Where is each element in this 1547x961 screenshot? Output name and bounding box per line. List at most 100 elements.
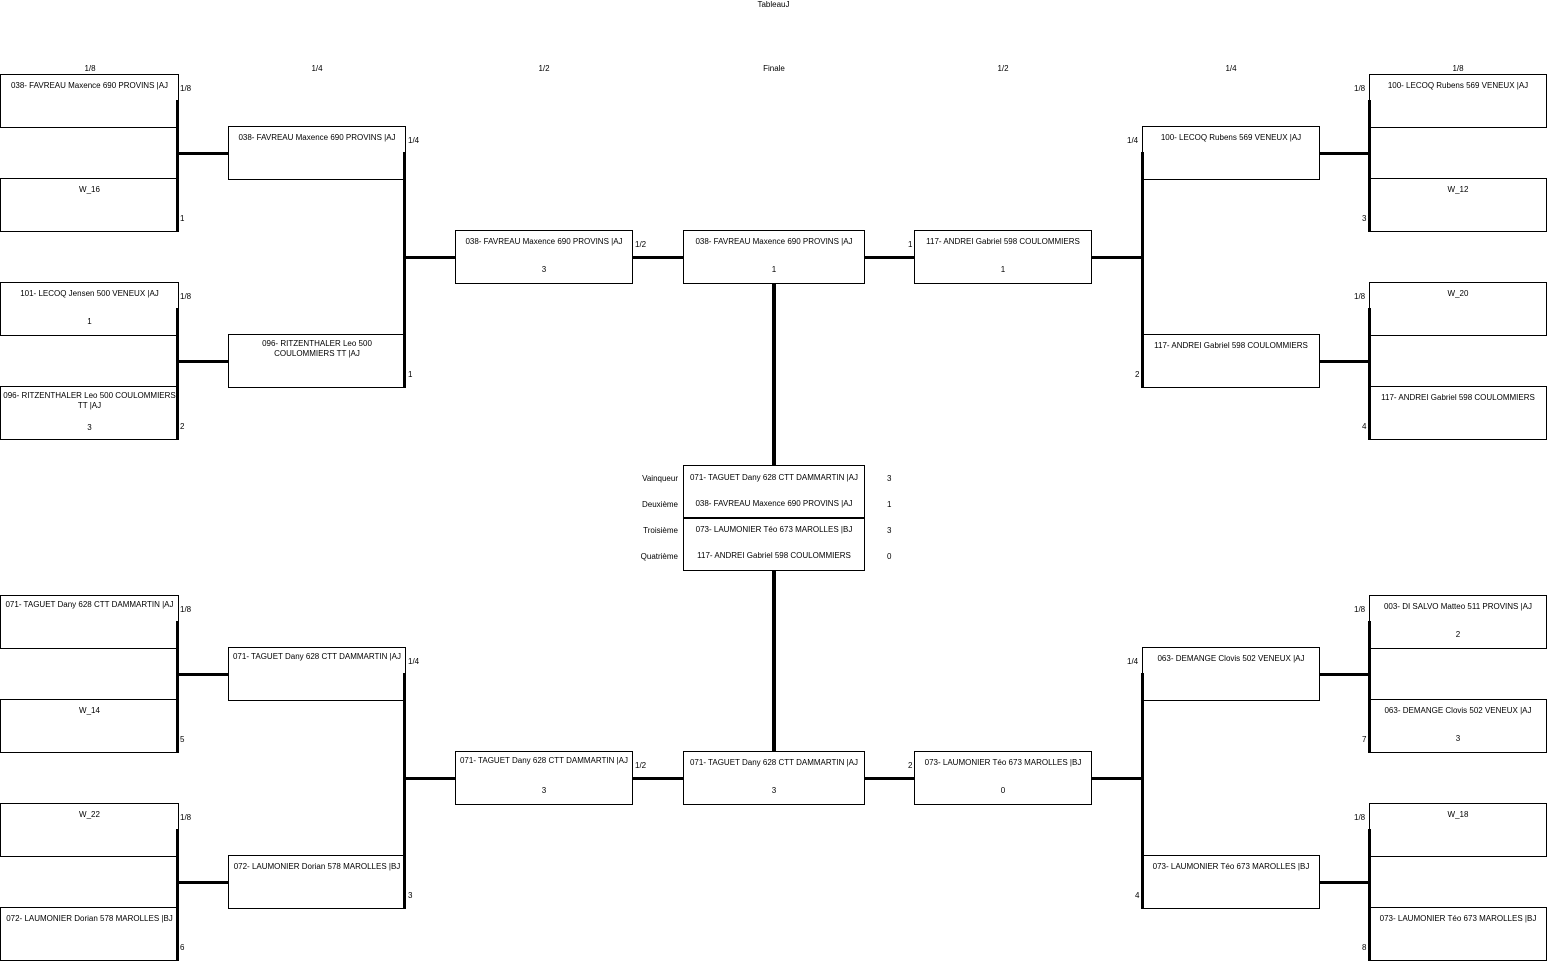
match-slot[interactable]: W_20 [1369, 282, 1547, 336]
connector-line [1141, 152, 1144, 388]
match-slot[interactable]: 117- ANDREI Gabriel 598 COULOMMIERS [1142, 334, 1320, 388]
match-slot[interactable]: 073- LAUMONIER Téo 673 MAROLLES |BJ 0 [914, 751, 1092, 805]
connector-line [178, 881, 229, 884]
match-slot[interactable]: 117- ANDREI Gabriel 598 COULOMMIERS 1 [914, 230, 1092, 284]
player-score: 3 [541, 786, 547, 795]
match-slot[interactable]: 071- TAGUET Dany 628 CTT DAMMARTIN |AJ 3 [455, 751, 633, 805]
player-name: 117- ANDREI Gabriel 598 COULOMMIERS [926, 237, 1080, 246]
match-slot[interactable]: 038- FAVREAU Maxence 690 PROVINS |AJ [0, 74, 179, 128]
match-slot[interactable]: 101- LECOQ Jensen 500 VENEUX |AJ 1 [0, 282, 179, 336]
round-header-left-r16: 1/8 [84, 64, 96, 73]
match-slot[interactable]: 073- LAUMONIER Téo 673 MAROLLES |BJ [1369, 907, 1547, 961]
match-slot[interactable]: 071- TAGUET Dany 628 CTT DAMMARTIN |AJ 3 [683, 751, 865, 805]
connector-line [405, 777, 456, 780]
connector-line [1319, 881, 1370, 884]
round-header-right-qf: 1/4 [1225, 64, 1237, 73]
match-slot[interactable]: 096- RITZENTHALER Leo 500 COULOMMIERS TT… [0, 386, 179, 440]
match-slot[interactable]: 096- RITZENTHALER Leo 500 COULOMMIERS TT… [228, 334, 406, 388]
match-number: 6 [180, 943, 185, 952]
connector-line [178, 673, 229, 676]
podium-label: Vainqueur [642, 474, 678, 483]
round-tag: 1/8 [1354, 813, 1366, 822]
connector-line [772, 570, 776, 752]
connector-line [632, 256, 684, 259]
connector-line [1091, 256, 1143, 259]
match-number: 8 [1362, 943, 1367, 952]
round-tag: 1/8 [180, 605, 192, 614]
podium-name: 117- ANDREI Gabriel 598 COULOMMIERS [697, 551, 851, 560]
connector-line [178, 360, 229, 363]
match-number: 2 [180, 422, 185, 431]
podium-divider [683, 517, 865, 519]
podium-score: 3 [887, 474, 892, 483]
match-slot[interactable]: 038- FAVREAU Maxence 690 PROVINS |AJ 1 [683, 230, 865, 284]
match-slot[interactable]: W_14 [0, 699, 179, 753]
round-tag: 1/2 [635, 761, 647, 770]
match-slot[interactable]: 100- LECOQ Rubens 569 VENEUX |AJ [1142, 126, 1320, 180]
connector-line [176, 621, 179, 753]
match-slot[interactable]: W_22 [0, 803, 179, 857]
player-name: 117- ANDREI Gabriel 598 COULOMMIERS [1154, 341, 1308, 350]
match-slot[interactable]: 073- LAUMONIER Téo 673 MAROLLES |BJ [1142, 855, 1320, 909]
player-name: 096- RITZENTHALER Leo 500 COULOMMIERS TT… [262, 339, 372, 358]
player-name: 073- LAUMONIER Téo 673 MAROLLES |BJ [1152, 862, 1310, 871]
player-name: 071- TAGUET Dany 628 CTT DAMMARTIN |AJ [5, 600, 174, 609]
player-score: 1 [1000, 265, 1006, 274]
player-name: W_18 [1447, 810, 1469, 819]
match-slot[interactable]: 071- TAGUET Dany 628 CTT DAMMARTIN |AJ [0, 595, 179, 649]
match-slot[interactable]: 117- ANDREI Gabriel 598 COULOMMIERS [1369, 386, 1547, 440]
podium-name: 073- LAUMONIER Téo 673 MAROLLES |BJ [695, 525, 853, 534]
match-slot[interactable]: 072- LAUMONIER Dorian 578 MAROLLES |BJ [228, 855, 406, 909]
match-slot[interactable]: 072- LAUMONIER Dorian 578 MAROLLES |BJ [0, 907, 179, 961]
connector-line [1368, 100, 1371, 232]
connector-line [632, 777, 684, 780]
round-tag: 1/8 [180, 84, 192, 93]
match-slot[interactable]: 038- FAVREAU Maxence 690 PROVINS |AJ 3 [455, 230, 633, 284]
player-name: W_16 [79, 185, 100, 194]
round-tag: 1/8 [1354, 292, 1366, 301]
player-score: 1 [771, 265, 777, 274]
match-slot[interactable]: 003- DI SALVO Matteo 511 PROVINS |AJ 2 [1369, 595, 1547, 649]
match-number: 1 [408, 370, 413, 379]
podium-score: 1 [887, 500, 892, 509]
match-slot[interactable]: W_16 [0, 178, 179, 232]
match-slot[interactable]: 071- TAGUET Dany 628 CTT DAMMARTIN |AJ [228, 647, 406, 701]
match-number: 3 [408, 891, 413, 900]
player-name: 117- ANDREI Gabriel 598 COULOMMIERS [1381, 393, 1535, 402]
round-tag: 1/2 [635, 240, 647, 249]
match-slot[interactable]: 100- LECOQ Rubens 569 VENEUX |AJ [1369, 74, 1547, 128]
connector-line [176, 829, 179, 961]
player-name: 073- LAUMONIER Téo 673 MAROLLES |BJ [1379, 914, 1537, 923]
player-name: 038- FAVREAU Maxence 690 PROVINS |AJ [10, 81, 169, 90]
player-name: 063- DEMANGE Clovis 502 VENEUX |AJ [1157, 654, 1305, 663]
connector-line [405, 256, 456, 259]
player-name: 063- DEMANGE Clovis 502 VENEUX |AJ [1384, 706, 1532, 715]
round-header-right-r16: 1/8 [1452, 64, 1464, 73]
round-tag: 1/8 [1354, 605, 1366, 614]
player-name: W_20 [1447, 289, 1469, 298]
player-score: 3 [541, 265, 547, 274]
podium-label: Deuxième [641, 500, 678, 509]
match-number: 2 [1135, 370, 1140, 379]
player-name: 071- TAGUET Dany 628 CTT DAMMARTIN |AJ [689, 758, 859, 767]
match-slot[interactable]: W_18 [1369, 803, 1547, 857]
match-slot[interactable]: 063- DEMANGE Clovis 502 VENEUX |AJ [1142, 647, 1320, 701]
connector-line [178, 152, 229, 155]
player-score: 0 [1000, 786, 1006, 795]
player-name: 100- LECOQ Rubens 569 VENEUX |AJ [1387, 81, 1529, 90]
connector-line [1368, 621, 1371, 753]
match-slot[interactable]: 038- FAVREAU Maxence 690 PROVINS |AJ [228, 126, 406, 180]
round-tag: 1/4 [408, 136, 420, 145]
player-name: W_12 [1447, 185, 1469, 194]
player-score: 2 [1455, 630, 1461, 639]
connector-line [1319, 360, 1370, 363]
match-slot[interactable]: W_12 [1369, 178, 1547, 232]
podium-label: Quatrième [640, 552, 678, 561]
match-number: 2 [908, 761, 913, 770]
player-score: 3 [1455, 734, 1461, 743]
round-tag: 1/4 [1127, 136, 1139, 145]
connector-line [1091, 777, 1143, 780]
player-name: 101- LECOQ Jensen 500 VENEUX |AJ [20, 289, 159, 298]
match-number: 4 [1362, 422, 1367, 431]
match-slot[interactable]: 063- DEMANGE Clovis 502 VENEUX |AJ 3 [1369, 699, 1547, 753]
